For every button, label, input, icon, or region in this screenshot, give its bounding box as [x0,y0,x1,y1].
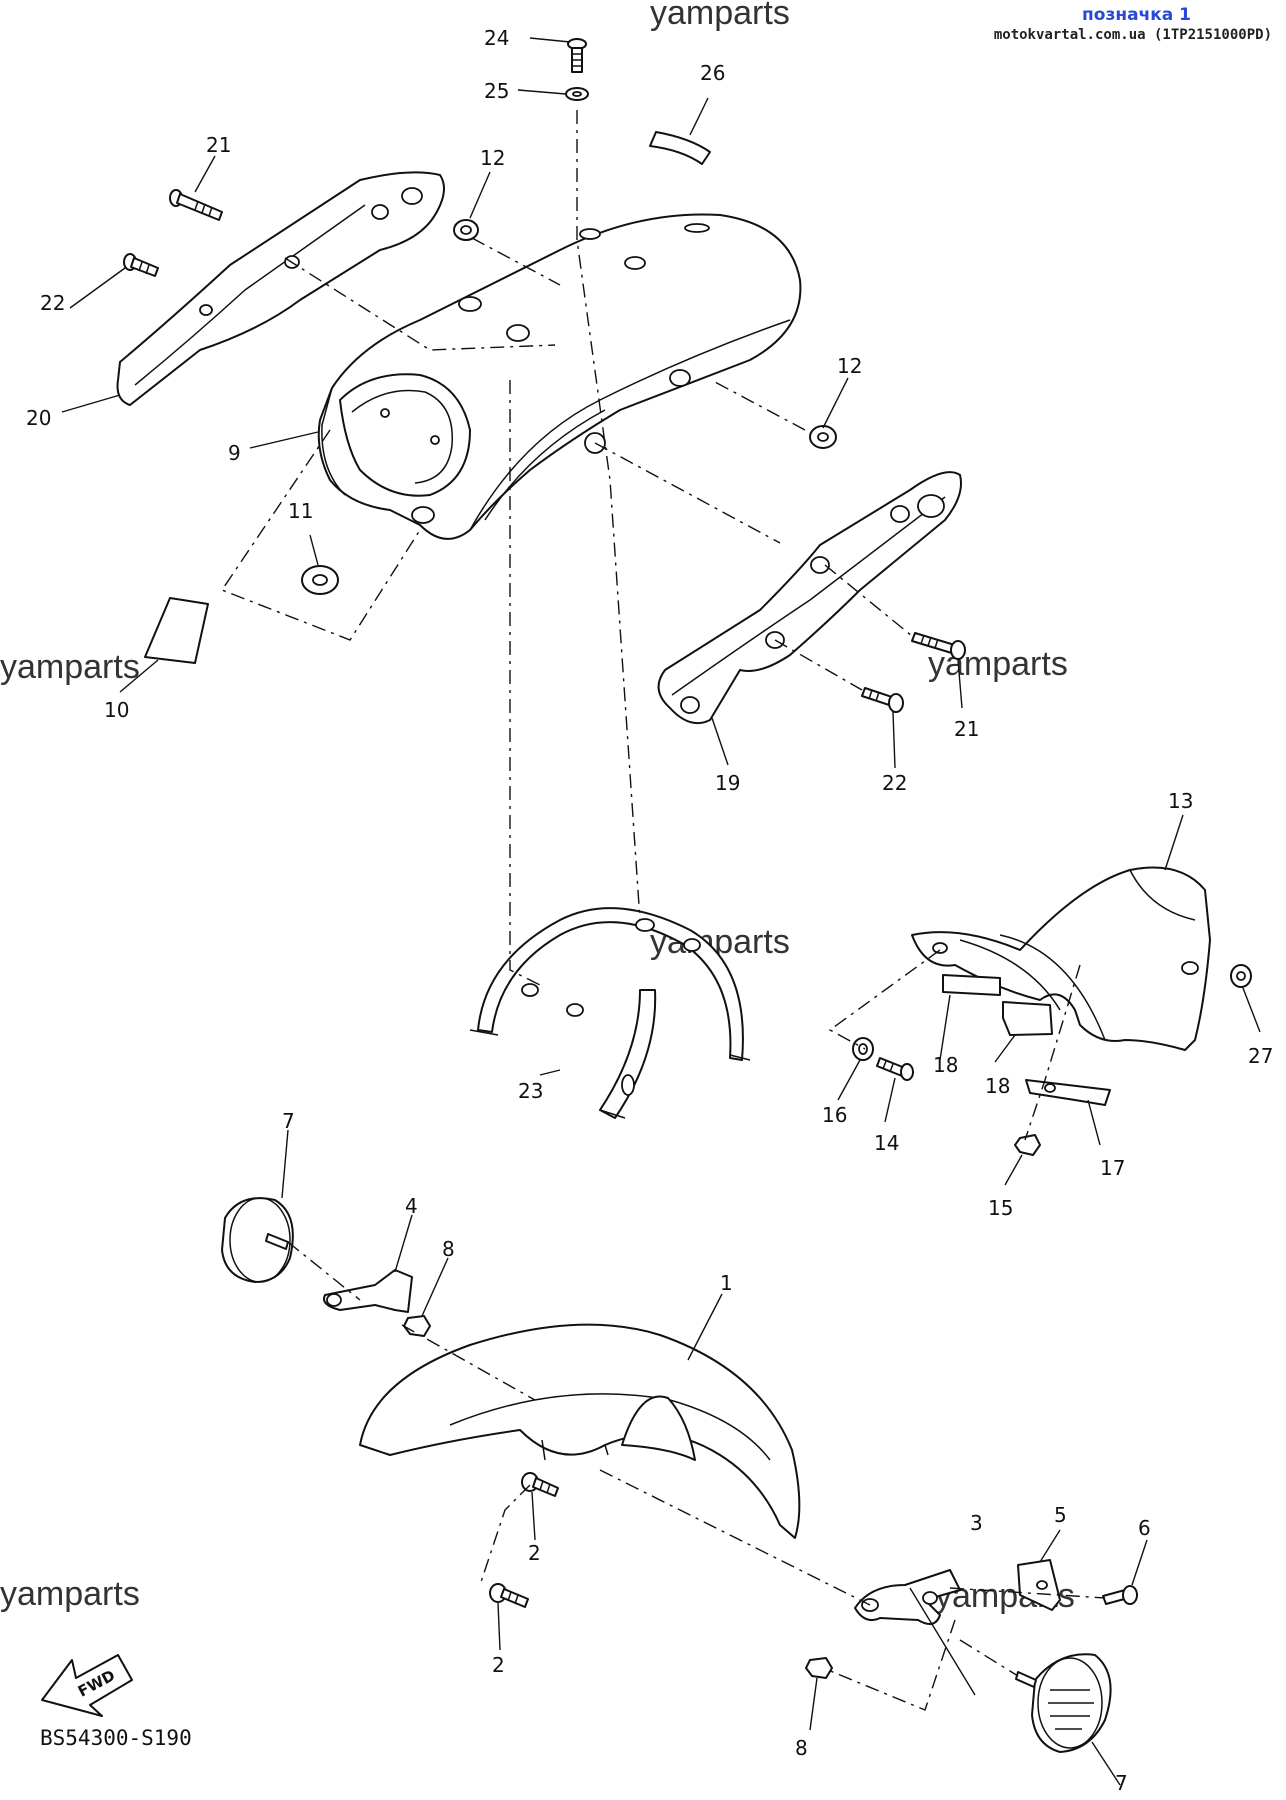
callout-2-upper: 2 [528,1541,541,1565]
callout-7-right: 7 [1115,1771,1128,1795]
assembly-line [959,1639,1019,1677]
bracket-5 [1017,1559,1061,1611]
assembly-line [479,1484,531,1586]
callout-22-right: 22 [882,771,907,795]
assembly-line [828,949,941,1050]
nut-8-lower [805,1657,833,1679]
callout-26: 26 [700,61,725,85]
callout-17: 17 [1100,1156,1125,1180]
header-title: позначка 1 [1082,5,1191,25]
fender-decal [649,131,711,165]
callout-7-left: 7 [282,1109,295,1133]
bolt-21-left [169,189,223,221]
grommet-27 [1230,964,1252,988]
callout-12-right: 12 [837,354,862,378]
assembly-line [509,380,541,986]
bolt-14 [876,1057,914,1081]
callout-21-right: 21 [954,717,979,741]
watermark-left: yamparts [0,648,140,686]
reflector-7-left [221,1197,294,1283]
callout-12-top: 12 [480,146,505,170]
fwd-arrow-icon: FWD [41,1654,133,1717]
callout-11: 11 [288,499,313,523]
inner-fender-13 [911,866,1211,1051]
callout-14: 14 [874,1131,899,1155]
bolt-6 [1102,1585,1138,1605]
callout-1: 1 [720,1271,733,1295]
bolt-21-right [911,632,966,660]
callout-8-lower: 8 [795,1736,808,1760]
assembly-line [949,1587,1106,1599]
callout-23: 23 [518,1079,543,1103]
bolt-24 [567,38,587,73]
callout-2-lower: 2 [492,1653,505,1677]
fender-stay-23 [469,907,751,1119]
grab-rail-20 [116,171,445,406]
pad-10 [144,597,209,664]
callout-21-left: 21 [206,133,231,157]
assembly-line [220,429,421,641]
callout-5: 5 [1054,1503,1067,1527]
callout-10: 10 [104,698,129,722]
assembly-line [714,381,806,431]
grommet-12-right [809,425,837,449]
grab-rail-19 [657,471,962,724]
bolt-22-right [861,687,904,713]
rear-fender [317,213,802,540]
callout-25: 25 [484,79,509,103]
assembly-line [287,1241,361,1301]
assembly-line [599,1469,871,1606]
bolt-2-upper [521,1472,559,1497]
damper-18-upper [942,974,1001,996]
assembly-line [827,1619,956,1711]
callout-27: 27 [1248,1044,1273,1068]
assembly-line [471,237,561,286]
callout-19: 19 [715,771,740,795]
grommet-11 [301,565,339,595]
reflector-7-right [1015,1653,1112,1753]
damper-18-lower [1002,1001,1053,1036]
assembly-line [594,442,781,544]
callout-20: 20 [26,406,51,430]
assembly-line [401,1324,536,1401]
assembly-line [824,564,913,637]
callout-8-upper: 8 [442,1237,455,1261]
callout-9: 9 [228,441,241,465]
front-fender [359,1323,801,1539]
callout-4: 4 [405,1194,418,1218]
bolt-2-lower [489,1583,529,1608]
assembly-line [1024,964,1081,1141]
nut-8-upper [403,1315,431,1337]
callout-18-lower: 18 [985,1074,1010,1098]
callout-3: 3 [970,1511,983,1535]
bolt-22-left [123,253,159,277]
callout-13: 13 [1168,789,1193,813]
drawing-code: BS54300-S190 [40,1726,192,1750]
callout-24: 24 [484,26,509,50]
callout-15: 15 [988,1196,1013,1220]
bracket-17 [1025,1079,1111,1106]
washer-16 [852,1037,874,1061]
watermark-bottom-left: yamparts [0,1575,140,1613]
callout-6: 6 [1138,1516,1151,1540]
callout-18-upper: 18 [933,1053,958,1077]
grommet-12-top [453,219,479,241]
assembly-line [774,639,863,691]
bracket-4 [323,1269,413,1313]
callout-22-left: 22 [40,291,65,315]
assembly-line [576,110,641,921]
callout-16: 16 [822,1103,847,1127]
bracket-3 [854,1569,961,1625]
nut-15 [1014,1134,1041,1156]
header-reference: motokvartal.com.ua (1TP2151000PD) [993,27,1272,43]
watermark-top: yamparts [650,0,790,32]
